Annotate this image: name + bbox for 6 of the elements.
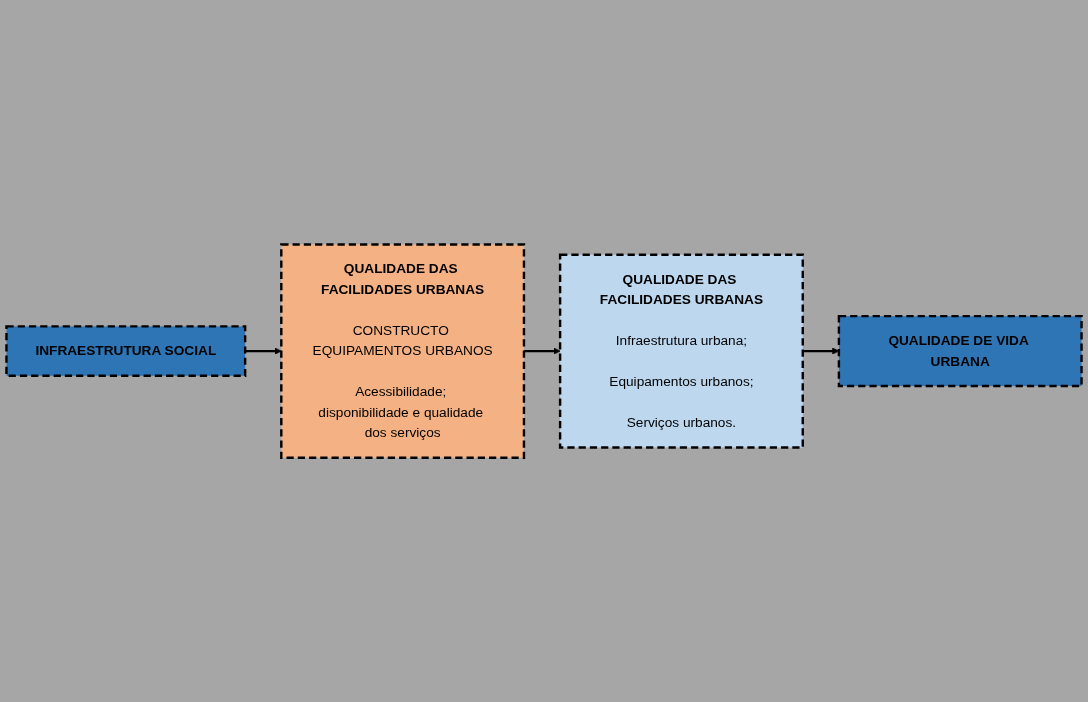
node-box: INFRAESTRUTURA SOCIAL [5, 325, 247, 377]
node-box: QUALIDADE DAS FACILIDADES URBANAS CONSTRUCTO EQUIPAMENTOS URBANOS Acessibilidade; disponibilidade e qualidade dos serviços [280, 243, 526, 459]
node-box: QUALIDADE DAS FACILIDADES URBANAS Infraestrutura urbana; Equipamentos urbanos; Serviços urbanos. [558, 253, 804, 449]
node-box: QUALIDADE DE VIDA URBANA [837, 314, 1083, 388]
arrow [523, 347, 561, 355]
arrow [245, 347, 282, 355]
